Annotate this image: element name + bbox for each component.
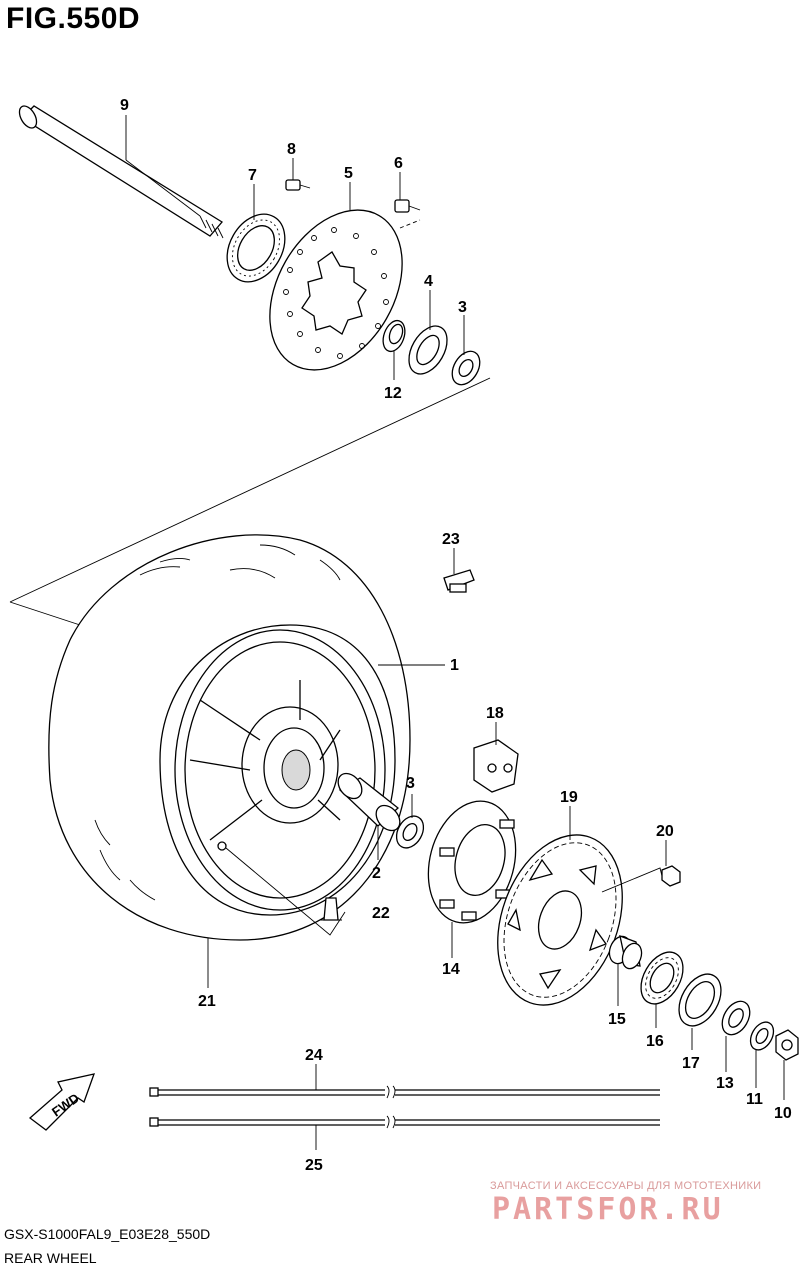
- figure-title: FIG.550D: [6, 2, 141, 35]
- watermark-logo: PARTSFOR.RU: [492, 1192, 724, 1227]
- part-25-cable-tie[interactable]: [149, 1115, 660, 1129]
- callout-3-top: 3: [458, 299, 467, 316]
- callout-22: 22: [372, 905, 390, 922]
- callout-23: 23: [442, 531, 460, 548]
- part-7-sensor-ring[interactable]: [215, 204, 296, 292]
- callout-1: 1: [450, 657, 459, 674]
- part-4-oil-seal[interactable]: [401, 319, 455, 380]
- part-3-bearing[interactable]: [447, 346, 486, 389]
- callout-20: 20: [656, 823, 674, 840]
- part-13-spacer[interactable]: [717, 996, 756, 1039]
- part-10-nut[interactable]: [775, 1029, 799, 1061]
- callout-7: 7: [248, 167, 257, 184]
- callout-10: 10: [774, 1105, 792, 1122]
- part-9-axle[interactable]: [16, 103, 224, 239]
- assembly-centerline: [9, 219, 491, 626]
- callout-4: 4: [424, 273, 433, 290]
- callout-12: 12: [384, 385, 402, 402]
- part-17-oil-seal[interactable]: [670, 967, 729, 1033]
- part-11-washer[interactable]: [746, 1018, 778, 1054]
- watermark-tagline: ЗАПЧАСТИ И АКСЕССУАРЫ ДЛЯ МОТОТЕХНИКИ: [490, 1180, 762, 1192]
- part-18-damper[interactable]: [473, 739, 519, 793]
- fwd-arrow-icon: FWD: [28, 1073, 96, 1131]
- callout-14: 14: [442, 961, 460, 978]
- callout-18: 18: [486, 705, 504, 722]
- callout-9: 9: [120, 97, 129, 114]
- part-5-brake-disc[interactable]: [243, 187, 429, 394]
- callout-24: 24: [305, 1047, 323, 1064]
- part-12-spacer[interactable]: [379, 318, 409, 355]
- part-14-hub[interactable]: [415, 791, 528, 933]
- part-24-cable-tie[interactable]: [149, 1085, 660, 1099]
- callout-3-lower: 3: [406, 775, 415, 792]
- leader-lines: [125, 115, 785, 1150]
- callout-19: 19: [560, 789, 578, 806]
- callout-5: 5: [344, 165, 353, 182]
- part-2-spacer[interactable]: [333, 769, 404, 835]
- callout-15: 15: [608, 1011, 626, 1028]
- part-22-valve[interactable]: [225, 847, 346, 936]
- callout-17: 17: [682, 1055, 700, 1072]
- part-16-bearing[interactable]: [632, 945, 691, 1011]
- callout-13: 13: [716, 1075, 734, 1092]
- callout-6: 6: [394, 155, 403, 172]
- part-21-tire[interactable]: [48, 534, 411, 941]
- callout-16: 16: [646, 1033, 664, 1050]
- part-15-spacer[interactable]: [606, 933, 645, 971]
- callout-8: 8: [287, 141, 296, 158]
- callout-labels: 9 8 7 5 6 4 3 12 23 1 18 3 19 20 2 22 14…: [120, 97, 792, 1174]
- part-6-bolt[interactable]: [394, 199, 421, 213]
- part-1-wheel[interactable]: [174, 629, 386, 911]
- part-3-bearing-lower[interactable]: [391, 811, 429, 852]
- callout-21: 21: [198, 993, 216, 1010]
- section-name: REAR WHEEL: [4, 1250, 97, 1266]
- part-23-balance-weight[interactable]: [443, 569, 475, 593]
- callout-11: 11: [746, 1091, 763, 1108]
- part-20-nut[interactable]: [601, 865, 681, 893]
- model-code: GSX-S1000FAL9_E03E28_550D: [4, 1226, 211, 1242]
- callout-2: 2: [372, 865, 381, 882]
- part-8-bolt[interactable]: [285, 179, 311, 191]
- callout-25: 25: [305, 1157, 323, 1174]
